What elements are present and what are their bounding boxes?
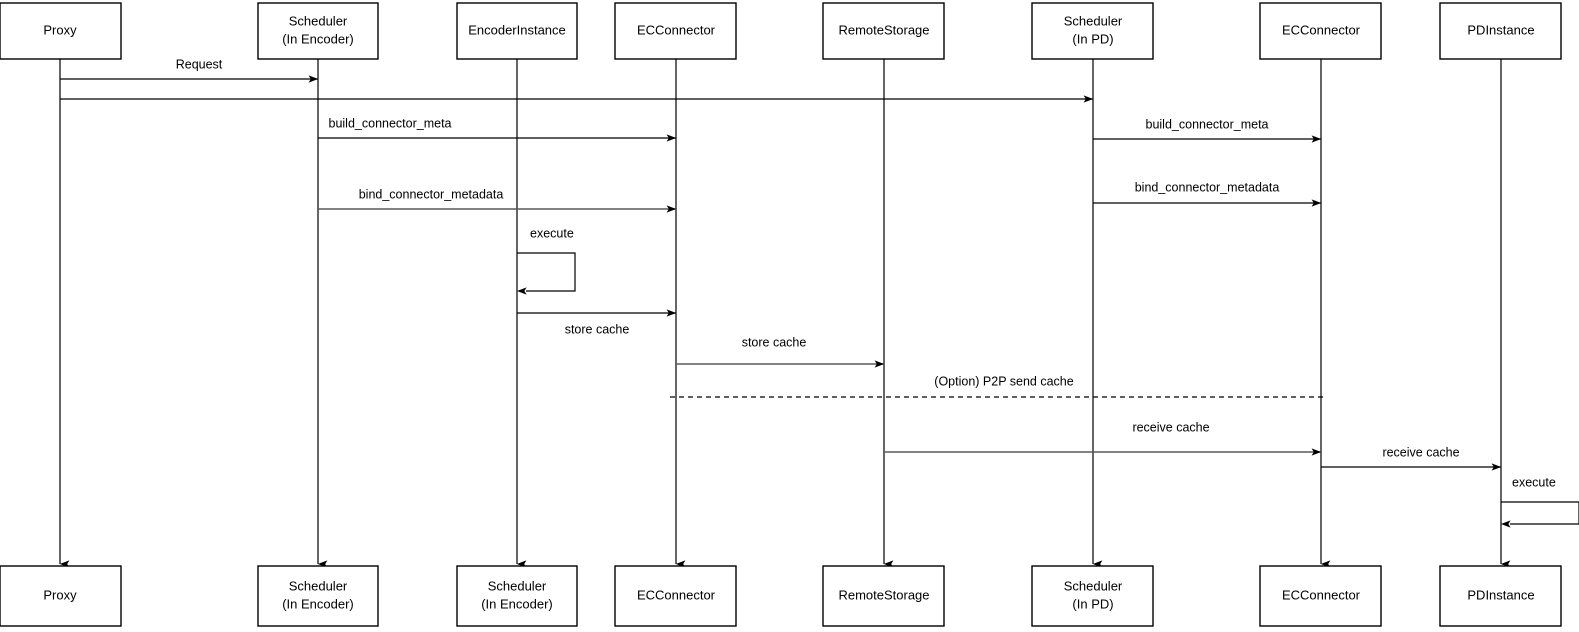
actor-label-bottom-ec-conn-pd: ECConnector [1282, 587, 1361, 602]
actor-sublabel-top-sched-pd: (In PD) [1072, 31, 1113, 46]
actor-box-top-remote-store[interactable] [822, 2, 945, 60]
actor-box-top-ec-conn-enc[interactable] [614, 2, 737, 60]
actor-sublabel-top-sched-enc: (In Encoder) [282, 31, 354, 46]
actor-box-bottom-encoder-inst[interactable] [456, 565, 578, 627]
message-label-build-conn-meta-pd: build_connector_meta [1146, 117, 1269, 131]
actor-label-top-sched-enc: Scheduler [289, 13, 348, 28]
message-label-receive-cache-1: receive cache [1132, 420, 1209, 434]
message-label-p2p-send-cache: (Option) P2P send cache [934, 374, 1073, 388]
actor-box-top-encoder-inst[interactable] [456, 2, 578, 60]
actor-label-bottom-remote-store: RemoteStorage [838, 587, 929, 602]
actor-box-top-proxy[interactable] [0, 2, 122, 60]
actor-box-top-sched-pd[interactable] [1031, 2, 1154, 60]
self-messages-layer: execute execute [517, 226, 1579, 528]
messages-layer: Request build_connector_meta build_connect… [60, 57, 1502, 471]
actor-box-top-sched-enc[interactable] [257, 2, 379, 60]
actor-label-bottom-sched-enc: Scheduler [289, 578, 348, 593]
actor-sublabel-bottom-encoder-inst: (In Encoder) [481, 596, 553, 611]
message-label-store-cache-1: store cache [565, 322, 630, 336]
actor-box-bottom-sched-enc[interactable] [257, 565, 379, 627]
actor-sublabel-bottom-sched-pd: (In PD) [1072, 596, 1113, 611]
message-label-request: Request [176, 57, 223, 71]
actor-box-bottom-remote-store[interactable] [822, 565, 945, 627]
actor-label-bottom-sched-pd: Scheduler [1064, 578, 1123, 593]
message-label-store-cache-2: store cache [742, 335, 807, 349]
actor-label-top-ec-conn-enc: ECConnector [637, 22, 716, 37]
message-label-bind-conn-meta-pd: bind_connector_metadata [1135, 180, 1280, 194]
actor-label-bottom-encoder-inst: Scheduler [488, 578, 547, 593]
actor-label-top-pd-inst: PDInstance [1467, 22, 1534, 37]
actor-box-top-pd-inst[interactable] [1439, 2, 1562, 60]
message-label-bind-conn-meta-enc: bind_connector_metadata [359, 187, 504, 201]
actor-label-top-sched-pd: Scheduler [1064, 13, 1123, 28]
self-message-arrowhead-execute-pdinst [1501, 520, 1511, 528]
lifelines-layer [59, 59, 1511, 568]
self-message-label-execute-pdinst: execute [1512, 475, 1556, 489]
self-message-path-execute-pdinst [1501, 501, 1579, 525]
self-message-path-execute-encoder [517, 252, 576, 292]
actor-label-bottom-proxy: Proxy [43, 587, 77, 602]
actor-label-top-ec-conn-pd: ECConnector [1282, 22, 1361, 37]
actor-label-top-encoder-inst: EncoderInstance [468, 22, 566, 37]
actor-sublabel-bottom-sched-enc: (In Encoder) [282, 596, 354, 611]
actor-box-bottom-proxy[interactable] [0, 565, 122, 627]
self-message-label-execute-encoder: execute [530, 226, 574, 240]
actor-box-bottom-sched-pd[interactable] [1031, 565, 1154, 627]
actor-box-top-ec-conn-pd[interactable] [1259, 2, 1382, 60]
self-message-arrowhead-execute-encoder [517, 287, 527, 295]
actor-label-top-remote-store: RemoteStorage [838, 22, 929, 37]
message-label-receive-cache-2: receive cache [1382, 445, 1459, 459]
actor-box-bottom-ec-conn-pd[interactable] [1259, 565, 1382, 627]
message-label-build-conn-meta-enc: build_connector_meta [329, 116, 452, 130]
actor-label-top-proxy: Proxy [43, 22, 77, 37]
actor-label-bottom-ec-conn-enc: ECConnector [637, 587, 716, 602]
actor-box-bottom-ec-conn-enc[interactable] [614, 565, 737, 627]
actor-box-bottom-pd-inst[interactable] [1439, 565, 1562, 627]
actor-label-bottom-pd-inst: PDInstance [1467, 587, 1534, 602]
